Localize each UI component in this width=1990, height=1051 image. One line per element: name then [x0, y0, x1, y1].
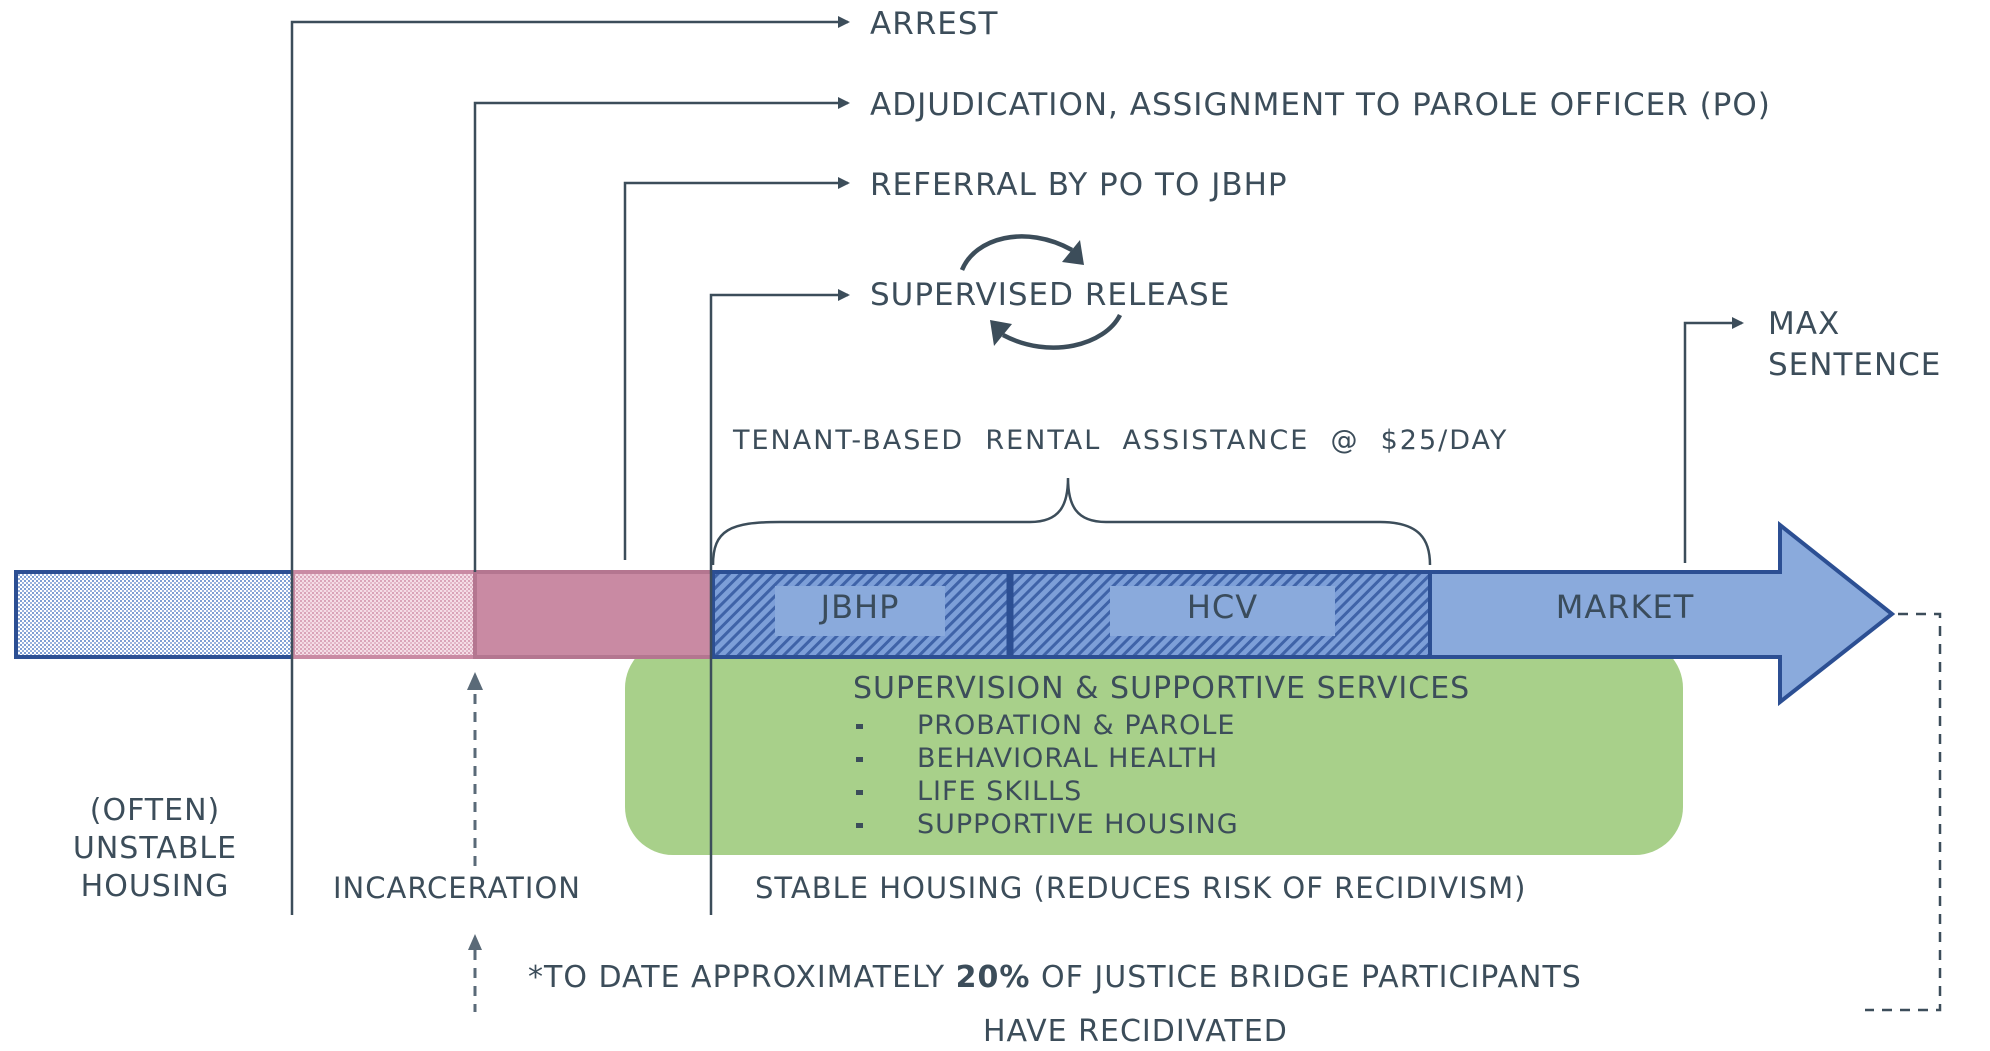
services-panel [625, 640, 1683, 855]
hcv-label-bg [1110, 586, 1335, 636]
unstable-housing-line2: UNSTABLE [72, 831, 238, 866]
max-sentence-label-line2: SENTENCE [1768, 347, 1942, 383]
service-item-behavioral-health: BEHAVIORAL HEALTH [850, 742, 1239, 775]
jbhp-timeline-label: JBHP [820, 588, 900, 626]
footnote-suffix: OF JUSTICE BRIDGE PARTICIPANTS [1030, 960, 1582, 995]
stable-housing-label: STABLE HOUSING (REDUCES RISK OF RECIDIVI… [755, 871, 1527, 905]
footnote-pointer [468, 934, 482, 950]
adjudication-label: ADJUDICATION, ASSIGNMENT TO PAROLE OFFIC… [870, 87, 1771, 123]
market-timeline-label: MARKET [1555, 588, 1695, 626]
supervised-release-label: SUPERVISED RELEASE [870, 277, 1231, 313]
market-arrow [1428, 520, 1896, 707]
recidivism-footnote-line2: HAVE RECIDIVATED [983, 1014, 1288, 1049]
rental-assistance-label: TENANT-BASED RENTAL ASSISTANCE @ $25/DAY [733, 425, 1509, 456]
services-title: SUPERVISION & SUPPORTIVE SERVICES [853, 671, 1471, 706]
unstable-housing-label: (OFTEN) UNSTABLE HOUSING [40, 792, 270, 906]
referral-connector [623, 177, 850, 560]
unstable-housing-segment [14, 570, 295, 659]
incarceration-label: INCARCERATION [333, 871, 581, 905]
arrest-connector [290, 16, 850, 915]
footnote-prefix: *TO DATE APPROXIMATELY [528, 960, 956, 995]
cycle-icon [959, 234, 1123, 350]
recidivism-up-arrowhead [467, 672, 483, 690]
unstable-housing-line3: HOUSING [80, 869, 230, 904]
recidivism-footnote-line1: *TO DATE APPROXIMATELY 20% OF JUSTICE BR… [528, 960, 1582, 996]
incarceration-segment [473, 570, 715, 659]
max-sentence-label-line1: MAX [1768, 306, 1841, 342]
rental-assistance-brace [711, 477, 1432, 566]
adjudication-connector [473, 97, 850, 572]
service-item-probation: PROBATION & PAROLE [850, 709, 1239, 742]
footnote-percent: 20% [955, 960, 1031, 995]
service-item-supportive-housing: SUPPORTIVE HOUSING [850, 808, 1239, 841]
service-item-life-skills: LIFE SKILLS [850, 775, 1239, 808]
max-sentence-connector [1683, 317, 1744, 563]
supervised-release-connector [709, 289, 850, 915]
referral-label: REFERRAL BY PO TO JBHP [870, 167, 1288, 203]
jbhp-label-bg [775, 586, 945, 636]
services-list: PROBATION & PAROLE BEHAVIORAL HEALTH LIF… [850, 709, 1239, 841]
arrest-label: ARREST [870, 6, 999, 42]
hcv-timeline-label: HCV [1186, 588, 1259, 626]
max-sentence-dashed-return [1865, 612, 1942, 1012]
arrest-segment [291, 570, 477, 659]
unstable-housing-line1: (OFTEN) [89, 793, 221, 828]
